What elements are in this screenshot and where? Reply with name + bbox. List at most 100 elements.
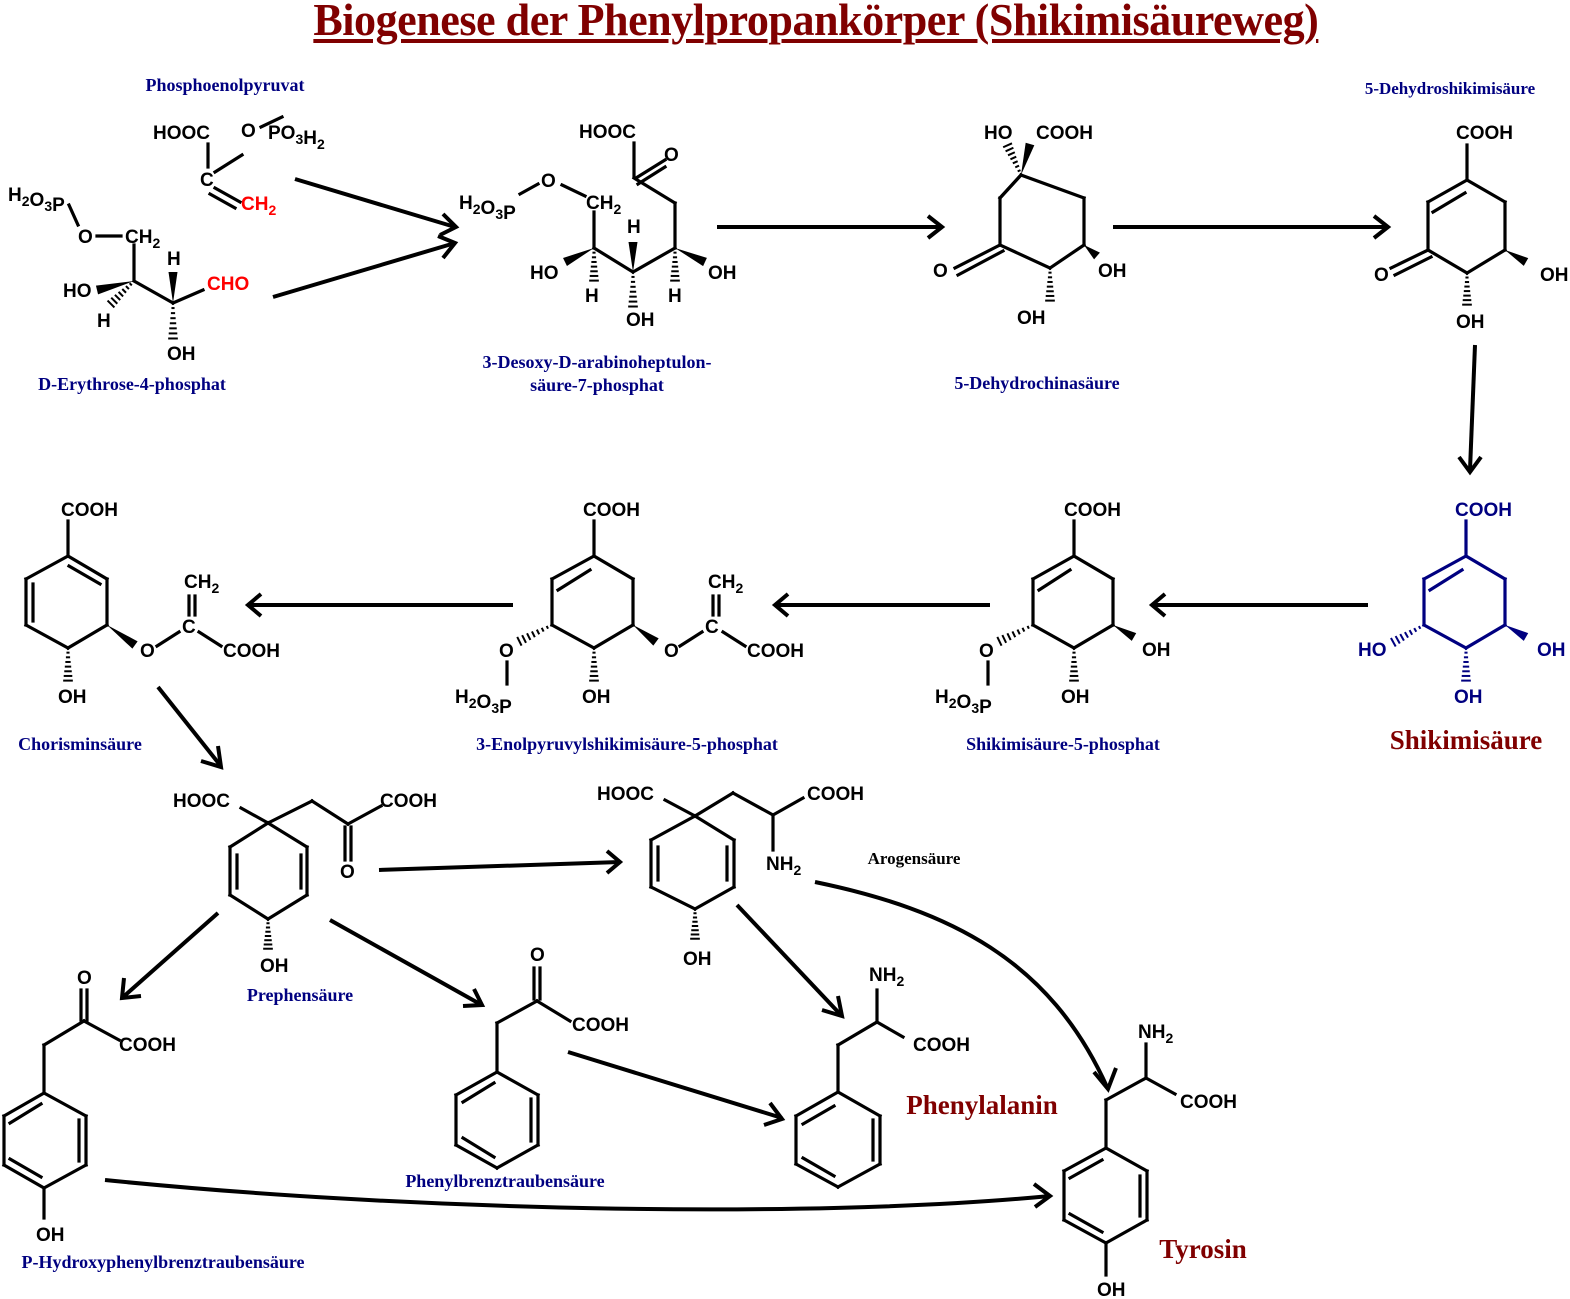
bond [517,181,541,197]
bond [66,202,81,228]
arrow-arogenate-to-tyr [814,880,1109,1088]
bond [1388,248,1429,271]
atom-o: O [541,171,556,192]
double-bond [800,1103,837,1127]
bond [662,797,698,819]
label-5-dehydrochinasaeure: 5-Dehydrochinasäure [954,373,1119,393]
atom-o: O [1374,265,1389,286]
atom-cooh: COOH [807,784,864,805]
bond [591,622,636,651]
bond [227,820,271,850]
bond [41,1018,87,1048]
arrow-prephenate-to-ppa [329,918,481,1006]
atom-cooh: COOH [61,500,118,521]
label-phenylalanin: Phenylalanin [906,1090,1058,1120]
atom-cooh: COOH [913,1035,970,1056]
double-bond [460,1080,497,1105]
reaction-arrows-layer [104,177,1483,1212]
atom-cooh: COOH [572,1015,629,1036]
bonds-layer [1,114,1529,1277]
arrow-ppa-to-phe [567,1050,783,1120]
atom-cooh: COOH [1455,500,1512,521]
bond [793,1161,841,1190]
atom-oh: OH [1456,312,1485,333]
atom-oh: OH [582,687,611,708]
double-bond [1427,567,1465,593]
atom-oh: OH [260,956,289,977]
arrow-head-icon [437,234,459,260]
bond [265,820,310,850]
bond [835,1089,883,1119]
atom-h2o3p: H2O3P [459,193,516,224]
bond [549,622,597,651]
bond [1030,553,1077,582]
atom-hooc: HOOC [579,122,636,143]
atom-h: H [627,217,641,238]
bond [1061,1217,1109,1246]
bond [131,278,176,306]
atom-ch2: CH2 [125,227,160,251]
bond [692,813,737,843]
arrow-prephenate-to-arogenate [378,860,621,872]
bond [997,242,1053,271]
label-tyrosin: Tyrosin [1159,1234,1247,1264]
bond [1103,1075,1149,1103]
atom-cooh: COOH [1456,123,1513,144]
bond [1,1162,47,1191]
atom-cooh: COOH [1036,123,1093,144]
atom-ho: HO [63,281,92,302]
atom-o: O [933,261,948,282]
arrow-dhs-to-shikimate [1468,344,1477,471]
hashed-bond [63,651,73,682]
bond [633,157,668,181]
atom-ch2: CH2 [586,193,621,217]
arrow-arogenate-to-phe [735,903,842,1016]
atom-h: H [668,286,682,307]
atom-ho: HO [984,123,1013,144]
bond [65,622,110,651]
bond [1018,172,1087,201]
hashed-bond [1461,651,1471,682]
bond [1047,242,1087,271]
atom-o: O [241,121,256,142]
bond [212,152,245,175]
label-arogensaeure: Arogensäure [868,849,961,868]
atom-h: H [167,249,181,270]
bond [154,629,182,649]
atom-c: C [705,617,719,638]
hashed-bond [106,282,133,309]
hashed-bond [1069,651,1079,682]
bond [258,114,285,130]
atom-h2o3p: H2O3P [455,687,512,718]
atom-ch2: CH2 [184,572,219,596]
bond [635,164,668,187]
wedge-bond [168,272,178,303]
atom-h: H [585,286,599,307]
atom-oh: OH [1061,687,1090,708]
double-bond [1036,567,1073,593]
double-bond [800,1155,837,1179]
bond [1030,622,1077,651]
label-shikimisaeure: Shikimisäure [1390,725,1543,755]
bond [591,553,636,582]
atom-cooh: COOH [583,500,640,521]
arrow-head-icon [200,745,224,770]
bond [591,245,636,275]
bond [196,629,224,649]
atom-ch2: CH2 [241,194,276,218]
atom-ho: HO [530,263,559,284]
bond [1463,622,1508,651]
bond [41,1162,89,1191]
bond [494,1142,541,1171]
arrow-head-icon [763,1101,786,1127]
arrow-head-icon [821,995,845,1019]
atom-cooh: COOH [1064,500,1121,521]
arrow-head-icon [926,214,946,240]
hashed-bond [996,625,1030,647]
double-bond [7,1101,44,1126]
bond [23,553,71,582]
arrow-head-icon [1092,1067,1118,1093]
bond [534,998,573,1024]
bond [494,998,540,1026]
atom-hooc: HOOC [153,123,210,144]
